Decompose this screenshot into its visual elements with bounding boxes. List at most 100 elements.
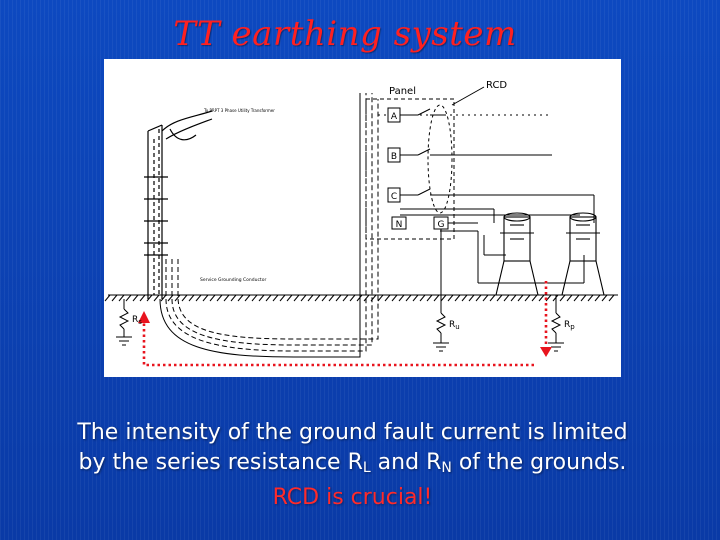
label-g: G (438, 220, 445, 230)
rp-label: Rp (564, 320, 575, 331)
ground-hatch-line (377, 294, 384, 302)
caption: The intensity of the ground fault curren… (0, 418, 705, 483)
ground-hatch-line (258, 294, 265, 302)
resistor-rp (548, 295, 564, 352)
ground-hatch-line (160, 294, 167, 302)
ground-hatch-line (349, 294, 356, 302)
ground-hatch-line (328, 294, 335, 302)
rcd-label: RCD (486, 80, 507, 91)
caption-prefix: by the series resistance R (78, 450, 363, 475)
ground-hatch-line (244, 294, 251, 302)
label-c: C (391, 192, 397, 202)
ground-hatch-line (601, 294, 608, 302)
fault-current-path (142, 281, 548, 367)
load-equipment-2 (561, 212, 605, 296)
ground-hatch-line (363, 294, 370, 302)
ground-hatch-line (426, 294, 433, 302)
ground-hatch-line (594, 294, 601, 302)
resistor-rs (116, 299, 132, 346)
ground-hatch-line (475, 294, 482, 302)
label-b: B (391, 152, 397, 162)
ground-hatch-line (125, 294, 132, 302)
label-n: N (396, 220, 403, 230)
ground-hatch-line (139, 294, 146, 302)
ground-hatch-line (384, 294, 391, 302)
ground-hatch-line (237, 294, 244, 302)
ground-hatch-line (587, 294, 594, 302)
ground-hatch-line (286, 294, 293, 302)
ground-hatch-line (608, 294, 615, 302)
ground-hatch-line (300, 294, 307, 302)
ground-hatch-line (153, 294, 160, 302)
ground-hatch-line (307, 294, 314, 302)
ground-hatch-line (398, 294, 405, 302)
breaker-c: C (387, 187, 401, 203)
ground-hatch-line (538, 294, 545, 302)
ground-hatch-line (419, 294, 426, 302)
breaker-a: A (387, 107, 401, 123)
ground-hatch-line (391, 294, 398, 302)
phase-conductors (378, 108, 595, 284)
breaker-b: B (387, 147, 401, 163)
ground-hatch-line (202, 294, 209, 302)
ground-hatch-line (468, 294, 475, 302)
ground-hatch-line (510, 294, 517, 302)
ground-hatch-line (223, 294, 230, 302)
ground-hatch-line (482, 294, 489, 302)
caption-line-1: The intensity of the ground fault curren… (77, 420, 628, 445)
ground-hatch-line (447, 294, 454, 302)
rcd-note: RCD is crucial! (272, 485, 433, 510)
ground-hatch-line (454, 294, 461, 302)
ground-hatch-line (174, 294, 181, 302)
conductor-label: Service Grounding Conductor (200, 277, 266, 283)
ground-hatch-line (489, 294, 496, 302)
ground-hatch-line (279, 294, 286, 302)
caption-line-2: by the series resistance RL and RN of th… (0, 448, 705, 483)
ground-hatch-line (461, 294, 468, 302)
utility-pole (144, 110, 213, 299)
ground-hatch-line (566, 294, 573, 302)
transformer-label: To PRPT 3 Phase Utility Transformer (203, 108, 275, 113)
ground-hatch-line (314, 294, 321, 302)
ground-hatch-line (118, 294, 125, 302)
fault-arrow-down (540, 347, 552, 357)
ground-hatch-line (188, 294, 195, 302)
rcd-leader (451, 86, 485, 106)
ground-hatch-line (265, 294, 272, 302)
ground-hatch-line (251, 294, 258, 302)
ground-bar: G (433, 216, 449, 230)
ground-hatch-line (573, 294, 580, 302)
ground-hatch-line (230, 294, 237, 302)
caption-suffix: of the grounds. (451, 450, 627, 475)
fault-arrow-up (138, 311, 150, 323)
ground-hatch-line (209, 294, 216, 302)
ground-hatch-line (517, 294, 524, 302)
rcd-ellipse (427, 104, 453, 214)
ground-hatch-line (503, 294, 510, 302)
ground-hatch-line (496, 294, 503, 302)
resistor-ru (433, 229, 449, 352)
neutral-bar: N (391, 216, 407, 230)
ground-hatch-line (405, 294, 412, 302)
ground-hatch-line (412, 294, 419, 302)
ground-hatch-line (524, 294, 531, 302)
ground-hatch-line (433, 294, 440, 302)
ground-hatch-line (580, 294, 587, 302)
ground-hatch-line (440, 294, 447, 302)
ground-hatch-line (342, 294, 349, 302)
ground-hatch-line (146, 294, 153, 302)
caption-sub-l: L (362, 460, 371, 476)
diagram-svg: A B C N G (104, 80, 618, 367)
caption-mid: and R (370, 450, 442, 475)
ru-label: Ru (449, 320, 460, 331)
ground-hatch-line (104, 294, 111, 302)
ground-hatch-line (181, 294, 188, 302)
panel-label: Panel (389, 86, 416, 97)
ground-hatch-line (132, 294, 139, 302)
rs-label: Rs (132, 315, 142, 326)
ground-hatch-line (559, 294, 566, 302)
ground-hatch-line (293, 294, 300, 302)
panel-box (365, 98, 455, 240)
slide-title: TT earthing system (173, 14, 517, 54)
ground-hatch-line (111, 294, 118, 302)
